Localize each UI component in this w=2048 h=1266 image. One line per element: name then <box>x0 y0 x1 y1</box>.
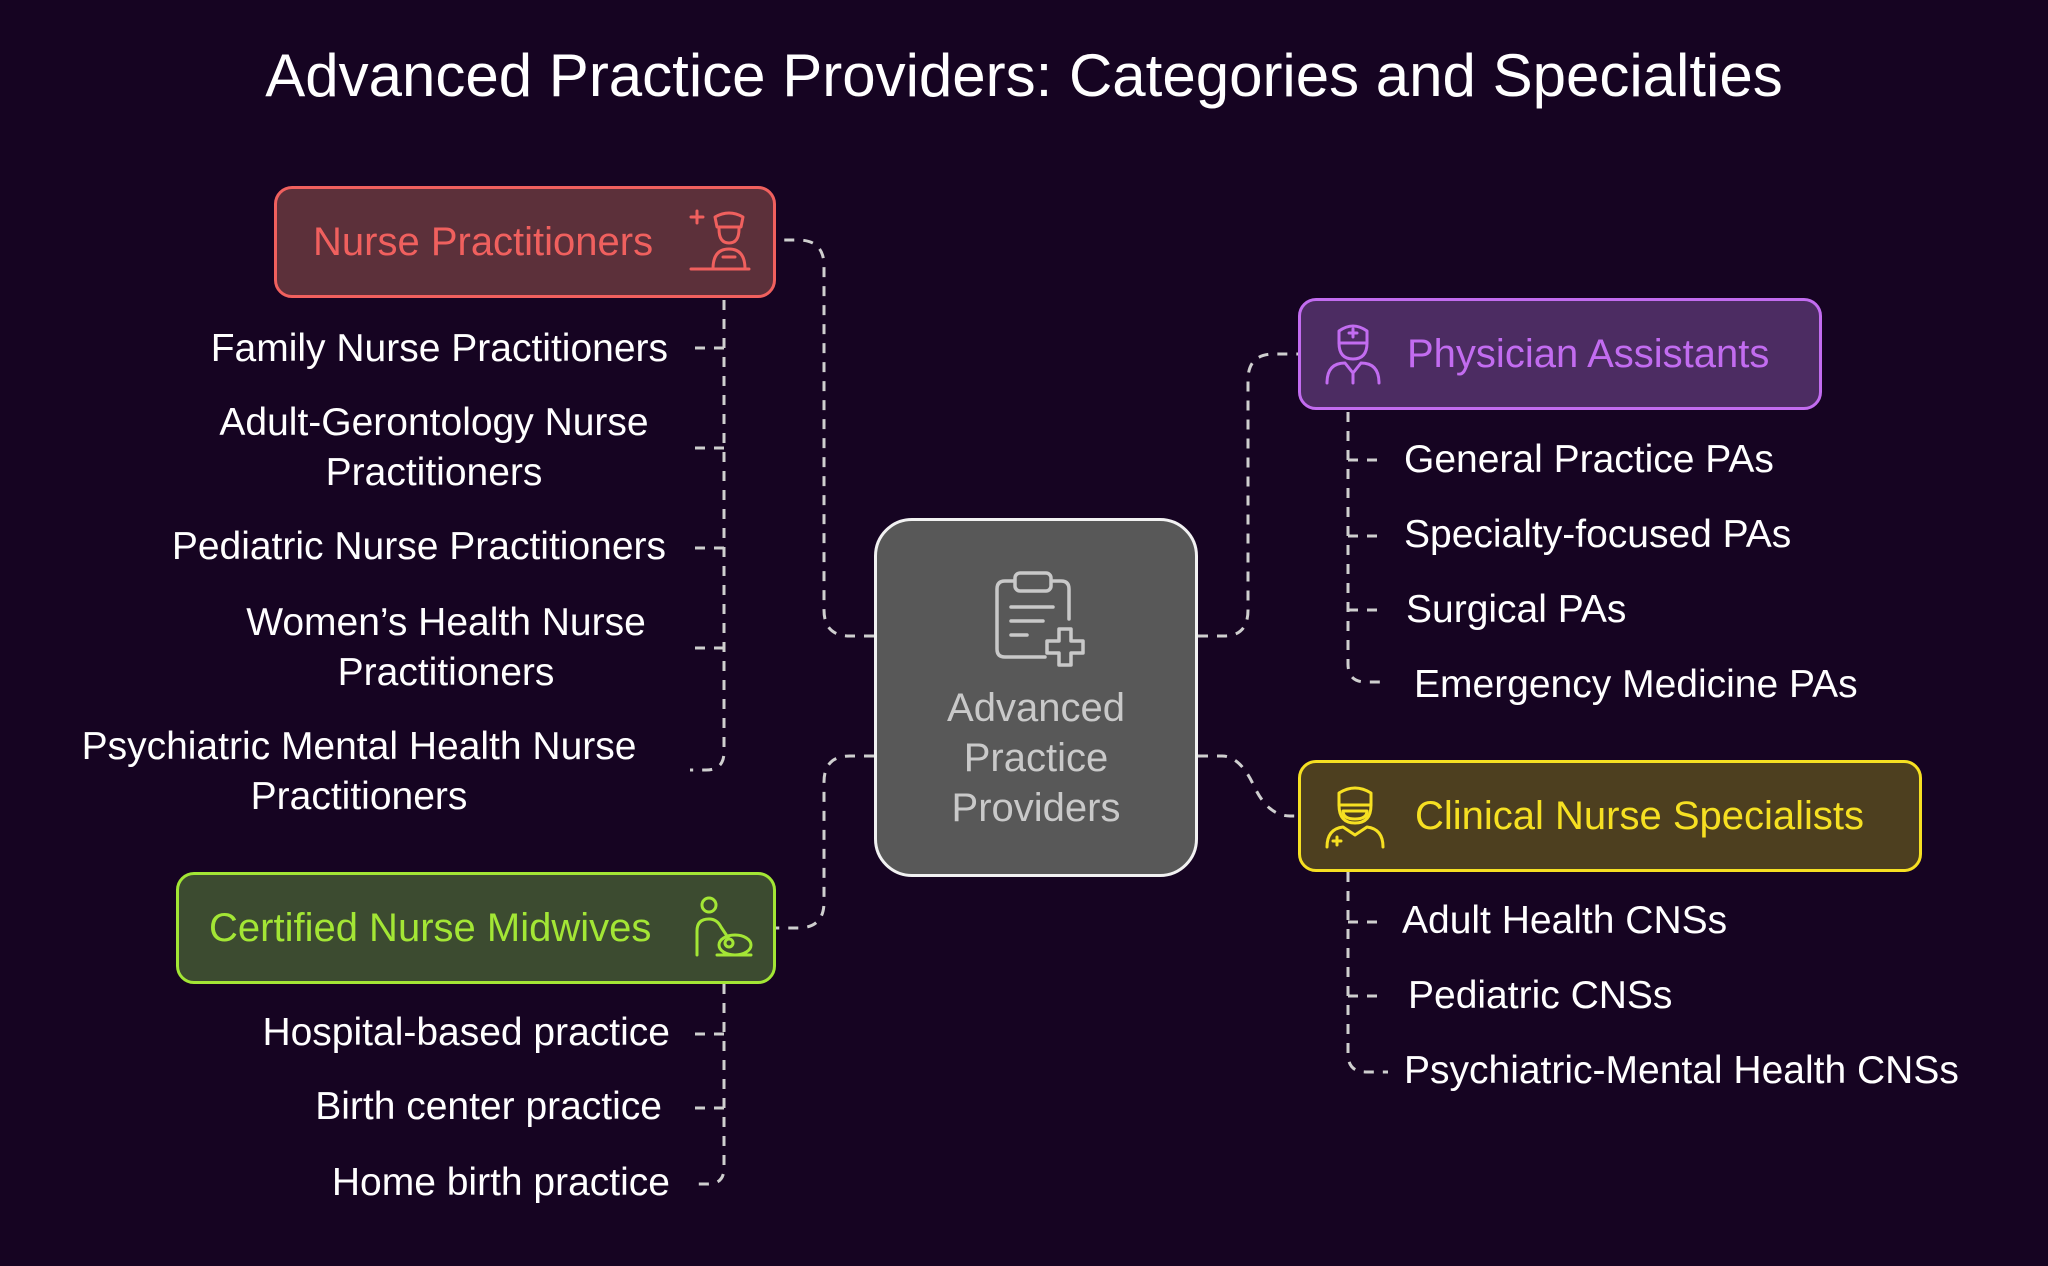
cnm-item-1-line-1: Hospital-based practice <box>262 1011 670 1054</box>
np-item-2-line-1: Adult-Gerontology Nurse <box>219 401 649 444</box>
physician-assistants-label: Physician Assistants <box>1407 331 1770 376</box>
diagram-title: Advanced Practice Providers: Categories … <box>265 42 1783 109</box>
doctor-icon <box>1325 324 1381 385</box>
certified-nurse-midwives-label: Certified Nurse Midwives <box>209 905 652 950</box>
masked-nurse-icon <box>1325 786 1385 849</box>
cnm-item-2: Birth center practice <box>160 1082 662 1132</box>
pa-spine <box>1346 412 1388 684</box>
np-item-5-line-2: Practitioners <box>250 775 468 818</box>
clinical-nurse-specialists-node: Clinical Nurse Specialists <box>1298 760 1922 872</box>
center-node: Advanced Practice Providers <box>874 518 1198 877</box>
nurse-plus-icon <box>689 209 751 271</box>
np-item-1-line-1: Family Nurse Practitioners <box>210 327 668 370</box>
pa-item-4-line-1: Emergency Medicine PAs <box>1414 663 1858 706</box>
cnm-item-3: Home birth practice <box>160 1158 670 1208</box>
cns-item-2-line-1: Pediatric CNSs <box>1408 974 1673 1017</box>
midwife-baby-icon <box>695 896 753 957</box>
np-item-3-line-1: Pediatric Nurse Practitioners <box>171 525 666 568</box>
cns-item-1: Adult Health CNSs <box>1402 896 1727 946</box>
pa-item-3-line-1: Surgical PAs <box>1406 588 1627 631</box>
cns-spine <box>1346 872 1388 1074</box>
pa-item-3: Surgical PAs <box>1406 585 1626 635</box>
cnm-item-3-line-1: Home birth practice <box>331 1161 670 1204</box>
clinical-nurse-specialists-label: Clinical Nurse Specialists <box>1415 793 1865 838</box>
cnm-item-1: Hospital-based practice <box>160 1008 670 1058</box>
cns-item-1-line-1: Adult Health CNSs <box>1402 899 1728 942</box>
pa-item-2-line-1: Specialty-focused PAs <box>1404 513 1792 556</box>
np-item-2-line-2: Practitioners <box>325 451 543 494</box>
certified-nurse-midwives-node: Certified Nurse Midwives <box>176 872 776 984</box>
np-spine <box>690 300 726 772</box>
center-label-line-3: Providers <box>951 786 1121 830</box>
pa-item-4: Emergency Medicine PAs <box>1414 660 1858 710</box>
cns-item-3-line-1: Psychiatric-Mental Health CNSs <box>1404 1049 1959 1092</box>
center-label-line-2: Practice <box>963 736 1109 780</box>
pa-item-1-line-1: General Practice PAs <box>1404 438 1774 481</box>
np-item-5: Psychiatric Mental Health Nurse Practiti… <box>40 722 678 822</box>
connector-center-to-physician-assistants <box>1198 352 1298 638</box>
center-label-line-1: Advanced <box>947 686 1125 730</box>
np-item-4-line-2: Practitioners <box>337 651 555 694</box>
center-label: Advanced Practice Providers <box>877 683 1195 833</box>
clipboard-plus-icon <box>995 571 1085 667</box>
pa-item-2: Specialty-focused PAs <box>1404 510 1791 560</box>
cns-item-3: Psychiatric-Mental Health CNSs <box>1404 1046 1959 1096</box>
connector-center-to-nurse-practitioners <box>776 238 874 638</box>
cns-item-2: Pediatric CNSs <box>1408 971 1672 1021</box>
np-item-3: Pediatric Nurse Practitioners <box>80 522 666 572</box>
np-item-5-line-1: Psychiatric Mental Health Nurse <box>81 725 637 768</box>
np-item-2: Adult-Gerontology Nurse Practitioners <box>160 398 708 498</box>
nurse-practitioners-label: Nurse Practitioners <box>313 219 654 264</box>
physician-assistants-node: Physician Assistants <box>1298 298 1822 410</box>
np-item-1: Family Nurse Practitioners <box>120 324 668 374</box>
cnm-spine <box>690 984 726 1186</box>
connector-center-to-clinical-nurse-specialists <box>1198 754 1298 818</box>
connector-center-to-midwives <box>776 754 874 930</box>
pa-item-1: General Practice PAs <box>1404 435 1774 485</box>
np-item-4-line-1: Women’s Health Nurse <box>246 601 646 644</box>
cnm-item-2-line-1: Birth center practice <box>315 1085 662 1128</box>
np-item-4: Women’s Health Nurse Practitioners <box>172 598 720 698</box>
nurse-practitioners-node: Nurse Practitioners <box>274 186 776 298</box>
